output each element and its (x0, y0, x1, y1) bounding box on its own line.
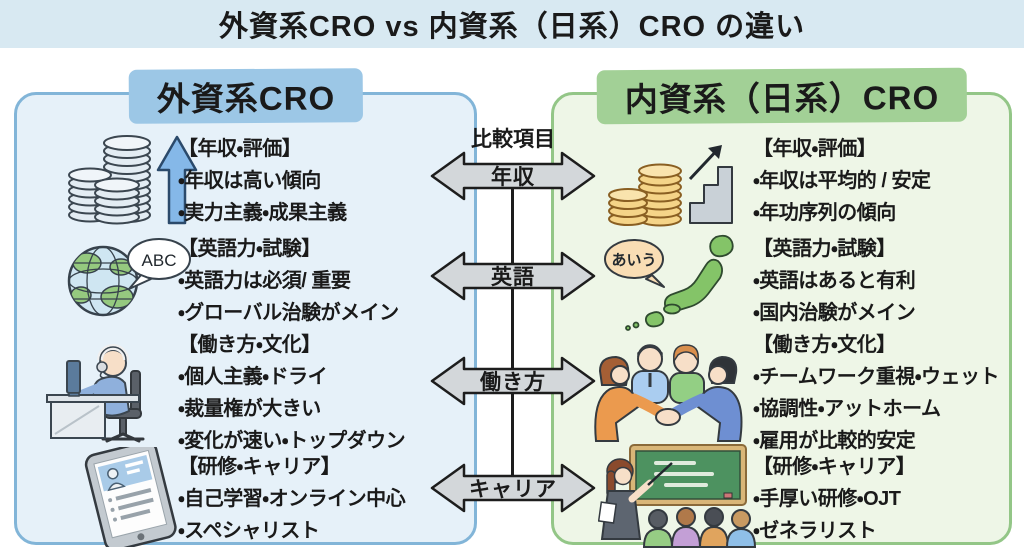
bullet: ・実力主義・成果主義 (178, 202, 347, 224)
section-english: 【英語力・試験】 ・英語力は必須/ 重要 ・グローバル治験がメイン (178, 233, 399, 329)
bullet: ・チームワーク重視・ウェット (753, 366, 1000, 388)
classroom-training-icon (598, 443, 758, 551)
bullet: ・国内治験がメイン (753, 302, 916, 324)
bullet: ・年収は高い傾向 (178, 170, 321, 192)
comparison-arrow-workstyle: 働き方 (430, 355, 596, 407)
comparison-arrow-salary: 年収 (430, 150, 596, 202)
comparison-items-label: 比較項目 (471, 128, 555, 151)
aiu-bubble-text: あいう (611, 252, 656, 269)
bullet: ・スペシャリスト (178, 520, 320, 542)
globe-abc-icon: ABC (57, 233, 197, 321)
arrow-label: キャリア (469, 478, 557, 501)
comparison-arrow-english: 英語 (430, 250, 596, 302)
section-english: 【英語力・試験】 ・英語はあると有利 ・国内治験がメイン (753, 233, 916, 329)
bullet: ・協調性・アットホーム (753, 398, 941, 420)
arrow-label: 働き方 (480, 371, 546, 394)
section-workstyle: 【働き方・文化】 ・個人主義・ドライ ・裁量権が大きい ・変化が速い・トップダウ… (178, 329, 406, 457)
domestic-cro-panel-title: 内資系（日系）CRO (596, 67, 967, 125)
comparison-arrow-career: キャリア (430, 462, 596, 514)
double-arrow-icon (430, 356, 596, 406)
double-arrow-icon (430, 151, 596, 201)
section-heading: 【英語力・試験】 (753, 238, 896, 260)
comparison-connector-line (511, 176, 514, 488)
section-salary: 【年収・評価】 ・年収は平均的 / 安定 ・年功序列の傾向 (753, 133, 931, 229)
bullet: ・英語力は必須/ 重要 (178, 270, 351, 292)
double-arrow-icon (430, 251, 596, 301)
bullet: ・グローバル治験がメイン (178, 302, 399, 324)
bullet: ・個人主義・ドライ (178, 366, 328, 388)
section-heading: 【働き方・文化】 (178, 334, 321, 356)
section-salary: 【年収・評価】 ・年収は高い傾向 ・実力主義・成果主義 (178, 133, 347, 229)
section-heading: 【年収・評価】 (753, 138, 877, 160)
bullet: ・裁量権が大きい (178, 398, 321, 420)
coins-steps-icon (598, 135, 748, 227)
remote-worker-icon (43, 333, 193, 445)
section-heading: 【英語力・試験】 (178, 238, 321, 260)
coins-up-arrow-icon (57, 125, 202, 227)
arrow-label: 英語 (491, 266, 535, 289)
bullet: ・ゼネラリスト (753, 520, 877, 542)
section-workstyle: 【働き方・文化】 ・チームワーク重視・ウェット ・協調性・アットホーム ・雇用が… (753, 329, 1000, 457)
team-handshake-icon (588, 333, 748, 445)
bullet: ・変化が速い・トップダウン (178, 430, 406, 452)
section-heading: 【働き方・文化】 (753, 334, 896, 356)
bullet: ・年収は平均的 / 安定 (753, 170, 931, 192)
japan-map-icon: あいう (600, 233, 750, 331)
section-career: 【研修・キャリア】 ・自己学習・オンライン中心 ・スペシャリスト (178, 451, 406, 547)
tablet-elearning-icon (65, 447, 205, 547)
bullet: ・年功序列の傾向 (753, 202, 896, 224)
bullet: ・手厚い研修・OJT (753, 488, 901, 510)
section-career: 【研修・キャリア】 ・手厚い研修・OJT ・ゼネラリスト (753, 451, 916, 547)
bullet: ・英語はあると有利 (753, 270, 916, 292)
bullet: ・雇用が比較的安定 (753, 430, 916, 452)
section-heading: 【研修・キャリア】 (178, 456, 341, 478)
double-arrow-icon (430, 463, 596, 513)
foreign-cro-panel-title: 外資系CRO (128, 68, 363, 124)
bullet: ・自己学習・オンライン中心 (178, 488, 406, 510)
section-heading: 【年収・評価】 (178, 138, 302, 160)
page-title: 外資系CRO vs 内資系（日系）CRO の違い (218, 11, 806, 43)
title-bar: 外資系CRO vs 内資系（日系）CRO の違い (0, 0, 1024, 48)
section-heading: 【研修・キャリア】 (753, 456, 916, 478)
abc-bubble-text: ABC (142, 251, 177, 270)
domestic-cro-panel: 内資系（日系）CRO 【年収・評価】 ・年収は平均的 / 安定 ・年功序列の傾向 (551, 67, 1012, 548)
arrow-label: 年収 (491, 166, 535, 189)
foreign-cro-panel: 外資系CRO 【年収・評価】 ・年収は高い傾向 ・実力主義・成果主義 (14, 68, 477, 547)
